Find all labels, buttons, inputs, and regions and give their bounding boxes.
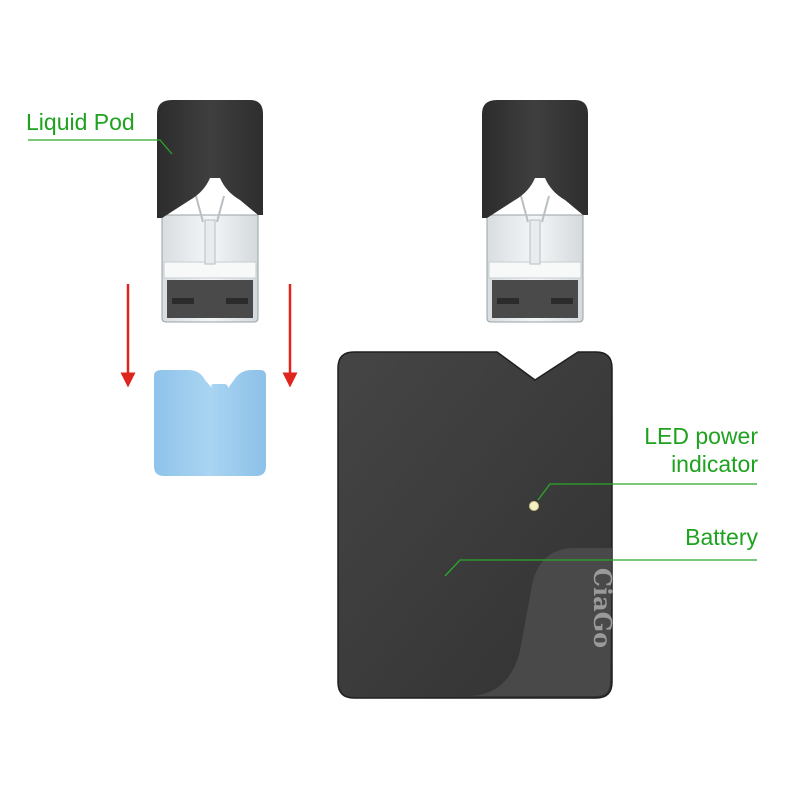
led-power-indicator bbox=[529, 501, 539, 511]
pod-cap-blue bbox=[154, 370, 266, 476]
battery-label: Battery bbox=[685, 524, 758, 550]
led-leader bbox=[537, 483, 757, 501]
liquid-pod-leader bbox=[28, 139, 173, 155]
battery-leader bbox=[444, 559, 757, 577]
led-power-label: LED power bbox=[644, 423, 758, 449]
svg-text:CiaGo: CiaGo bbox=[588, 568, 617, 648]
battery-device: CiaGo bbox=[337, 351, 757, 699]
liquid-pod-left bbox=[28, 100, 263, 323]
liquid-pod-right bbox=[482, 100, 588, 323]
brand-logo: CiaGo bbox=[588, 568, 617, 648]
liquid-pod-label: Liquid Pod bbox=[26, 109, 135, 135]
pod-mouthpiece bbox=[157, 100, 263, 218]
pod-wick bbox=[204, 219, 216, 265]
battery-panel bbox=[470, 548, 612, 696]
led-indicator-label: indicator bbox=[671, 451, 758, 477]
